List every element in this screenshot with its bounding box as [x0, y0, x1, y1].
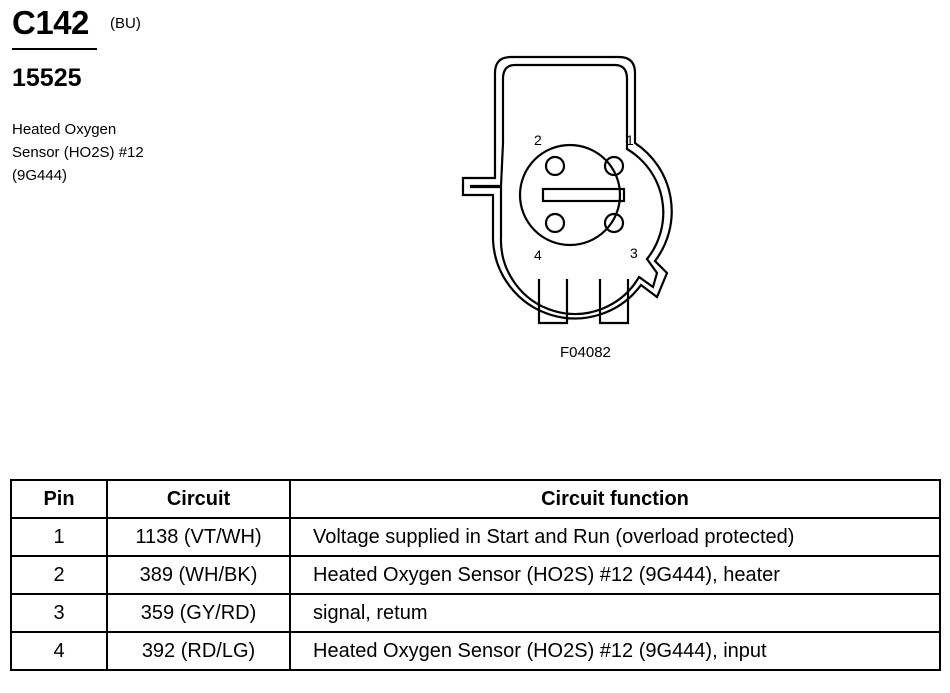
- pin-label-4: 4: [534, 247, 542, 263]
- row-function: signal, retum: [289, 593, 941, 633]
- row-pin: 4: [10, 631, 108, 671]
- row-function: Heated Oxygen Sensor (HO2S) #12 (9G444),…: [289, 555, 941, 595]
- connector-shell-outline: [461, 55, 673, 320]
- pin-label-2: 2: [534, 132, 542, 148]
- row-pin: 1: [10, 517, 108, 557]
- description-line: (9G444): [12, 167, 68, 184]
- terminal-leg-right: [598, 279, 630, 325]
- center-key-bar: [541, 187, 626, 203]
- terminal-leg-left: [537, 279, 569, 325]
- pin-label-3: 3: [630, 245, 638, 261]
- connector-header: C142 (BU): [12, 4, 141, 50]
- table-row: 1 1138 (VT/WH) Voltage supplied in Start…: [10, 517, 941, 557]
- row-circuit: 359 (GY/RD): [106, 593, 291, 633]
- connector-description: Heated Oxygen Sensor (HO2S) #12 (9G444): [12, 118, 144, 187]
- table-row: 4 392 (RD/LG) Heated Oxygen Sensor (HO2S…: [10, 631, 941, 671]
- connector-face-diagram: 1 2 3 4: [461, 55, 673, 325]
- header-circuit-function: Circuit function: [289, 479, 941, 519]
- table-row: 2 389 (WH/BK) Heated Oxygen Sensor (HO2S…: [10, 555, 941, 595]
- header-circuit: Circuit: [106, 479, 291, 519]
- pinout-table: Pin Circuit Circuit function 1 1138 (VT/…: [10, 479, 941, 671]
- table-header-row: Pin Circuit Circuit function: [10, 479, 941, 519]
- pin-cavity-ring: [518, 143, 622, 247]
- row-function: Voltage supplied in Start and Run (overl…: [289, 517, 941, 557]
- connector-shell-inner: [469, 63, 665, 316]
- connector-color-code: (BU): [110, 15, 141, 32]
- header-underline: [12, 48, 97, 50]
- row-pin: 3: [10, 593, 108, 633]
- row-circuit: 392 (RD/LG): [106, 631, 291, 671]
- row-circuit: 389 (WH/BK): [106, 555, 291, 595]
- row-pin: 2: [10, 555, 108, 595]
- description-line: Sensor (HO2S) #12: [12, 144, 144, 161]
- description-line: Heated Oxygen: [12, 121, 117, 138]
- figure-id: F04082: [560, 344, 611, 361]
- pin-label-1: 1: [626, 132, 634, 148]
- part-number: 15525: [12, 64, 82, 92]
- table-row: 3 359 (GY/RD) signal, retum: [10, 593, 941, 633]
- row-circuit: 1138 (VT/WH): [106, 517, 291, 557]
- header-pin: Pin: [10, 479, 108, 519]
- pin-2-socket: [544, 155, 566, 177]
- pin-4-socket: [544, 212, 566, 234]
- pin-3-socket: [603, 212, 625, 234]
- connector-id: C142: [12, 4, 89, 41]
- row-function: Heated Oxygen Sensor (HO2S) #12 (9G444),…: [289, 631, 941, 671]
- pin-1-socket: [603, 155, 625, 177]
